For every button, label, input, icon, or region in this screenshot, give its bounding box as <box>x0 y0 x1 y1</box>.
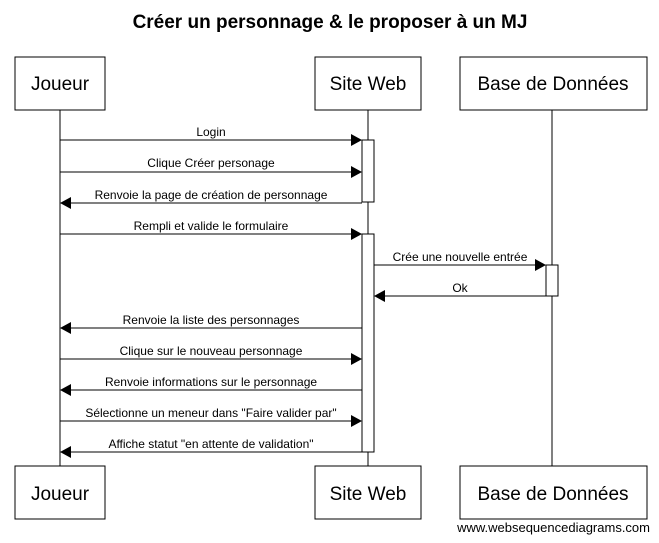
participant-base-de-donnees-bottom: Base de Données <box>459 465 648 520</box>
message-renvoie-page-creation: Renvoie la page de création de personnag… <box>60 188 362 209</box>
participant-base-de-donnees-label: Base de Données <box>477 484 628 505</box>
participant-base-de-donnees-label: Base de Données <box>477 74 628 95</box>
participant-joueur-label: Joueur <box>31 484 90 505</box>
message-cree-nouvelle-entree: Crée une nouvelle entrée <box>374 250 546 271</box>
message-rempli-valide-formulaire: Rempli et valide le formulaire <box>60 219 362 240</box>
message-label: Affiche statut "en attente de validation… <box>108 437 313 451</box>
participant-site-web-bottom: Site Web <box>314 465 422 520</box>
participant-site-web-label: Site Web <box>330 74 407 95</box>
message-renvoie-informations: Renvoie informations sur le personnage <box>60 375 362 396</box>
message-label: Sélectionne un meneur dans "Faire valide… <box>85 406 336 420</box>
message-renvoie-liste-personnages: Renvoie la liste des personnages <box>60 313 362 334</box>
participant-site-web-top: Site Web <box>314 56 422 111</box>
message-affiche-statut: Affiche statut "en attente de validation… <box>60 437 362 458</box>
participant-joueur-bottom: Joueur <box>14 465 106 520</box>
participant-joueur-top: Joueur <box>14 56 106 111</box>
message-label: Renvoie la page de création de personnag… <box>95 188 328 202</box>
message-label: Clique Créer personage <box>147 156 275 170</box>
watermark-link[interactable]: www.websequencediagrams.com <box>456 520 650 535</box>
message-label: Ok <box>452 281 468 295</box>
message-label: Clique sur le nouveau personnage <box>120 344 303 358</box>
message-label: Renvoie la liste des personnages <box>123 313 300 327</box>
message-clique-nouveau-personnage: Clique sur le nouveau personnage <box>60 344 362 365</box>
diagram-title: Créer un personnage & le proposer à un M… <box>133 12 528 33</box>
message-label: Crée une nouvelle entrée <box>393 250 528 264</box>
message-login: Login <box>60 125 362 146</box>
message-label: Rempli et valide le formulaire <box>134 219 289 233</box>
message-ok: Ok <box>374 281 546 302</box>
message-clique-creer-personage: Clique Créer personage <box>60 156 362 178</box>
activation-site-web-1 <box>361 139 375 203</box>
participant-base-de-donnees-top: Base de Données <box>459 56 648 111</box>
activation-base-de-donnees <box>545 264 559 297</box>
participant-joueur-label: Joueur <box>31 74 90 95</box>
message-label: Login <box>196 125 225 139</box>
message-label: Renvoie informations sur le personnage <box>105 375 317 389</box>
participant-site-web-label: Site Web <box>330 484 407 505</box>
message-selectionne-meneur: Sélectionne un meneur dans "Faire valide… <box>60 406 362 427</box>
activation-site-web-2 <box>361 233 375 453</box>
